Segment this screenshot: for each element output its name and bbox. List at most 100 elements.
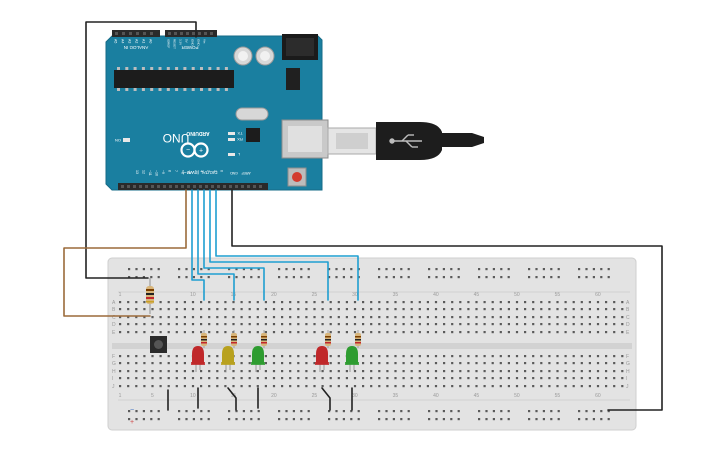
led-red-1[interactable]: [191, 346, 205, 372]
wire-blue-2[interactable]: [197, 189, 235, 301]
row-label: A: [626, 300, 630, 306]
usb-cable[interactable]: [327, 122, 484, 160]
wire-brown-power[interactable]: [63, 189, 187, 317]
usb-chip: [246, 128, 260, 142]
usb-icon: [389, 134, 422, 148]
power-pin-label: 3.3V: [179, 39, 183, 45]
analog-pin-label: A3: [128, 39, 132, 43]
digital-pin-label: 0: [220, 170, 224, 172]
analog-pin-label: A4: [121, 39, 125, 43]
column-number-top: 50: [514, 292, 520, 298]
atmega-chip: [114, 70, 234, 88]
led-green-1[interactable]: [251, 346, 265, 372]
column-number-top: 25: [312, 292, 318, 298]
wire-black-gnd-left[interactable]: [85, 21, 197, 279]
power-pin-label: IOREF: [167, 39, 171, 48]
aref-label: AREF: [241, 171, 250, 175]
row-label: J: [626, 384, 629, 390]
led-green-2[interactable]: [345, 346, 359, 372]
rail-minus-label: −: [130, 407, 134, 414]
gnd-label: GND: [230, 171, 238, 175]
digital-pin-label: 8: [168, 170, 172, 172]
row-label: H: [626, 369, 630, 375]
column-number-bottom: 5: [151, 393, 154, 399]
row-label: D: [112, 322, 116, 328]
wire-blue-1[interactable]: [191, 189, 205, 301]
column-number-bottom: 35: [393, 393, 399, 399]
power-pin-label: 5V: [185, 39, 189, 43]
voltage-regulator: [286, 68, 300, 90]
digital-pin-label: 3: [200, 170, 204, 172]
row-label: C: [112, 315, 116, 321]
power-pin-label: RESET: [173, 39, 177, 49]
row-label: I: [112, 376, 113, 382]
wire-blue-3[interactable]: [203, 189, 265, 301]
column-number-top: 30: [352, 292, 358, 298]
digital-pin-label: 1: [213, 170, 217, 172]
row-label: E: [626, 330, 630, 336]
svg-text:−: −: [186, 147, 190, 154]
analog-label: ANALOG IN: [124, 45, 149, 50]
tx-label: TX: [237, 131, 242, 136]
digital-pin-label: 7: [174, 170, 178, 172]
resistor-1[interactable]: [201, 330, 207, 348]
column-number-top: 20: [271, 292, 277, 298]
row-label: B: [112, 307, 116, 313]
digital-pin-label: ~11: [148, 170, 152, 176]
column-number-bottom: 1: [119, 393, 122, 399]
resistor-4[interactable]: [325, 330, 331, 348]
row-label: J: [112, 384, 115, 390]
resistor-5[interactable]: [355, 330, 361, 348]
svg-text:+: +: [199, 148, 203, 155]
digital-pin-label: 4: [194, 170, 198, 172]
column-number-bottom: 40: [433, 393, 439, 399]
arduino-uno-board[interactable]: − + UNO ARDUINO ANALOG IN POWER DIGITAL …: [105, 30, 329, 191]
board-model: UNO: [163, 131, 190, 145]
column-number-bottom: 20: [271, 393, 277, 399]
analog-pin-label: A2: [135, 39, 139, 43]
on-label: ON: [115, 138, 121, 143]
wire-blue-5[interactable]: [215, 189, 359, 301]
resistor-main[interactable]: [146, 278, 154, 314]
analog-pin-label: A1: [142, 39, 146, 43]
row-label: C: [626, 315, 630, 321]
crystal: [235, 107, 269, 121]
column-number-bottom: 50: [514, 393, 520, 399]
power-pin-label: GND: [191, 39, 195, 47]
row-label: F: [626, 354, 629, 360]
digital-label: DIGITAL (PWM~): [182, 170, 217, 175]
row-label: A: [112, 300, 116, 306]
row-label: G: [112, 361, 116, 367]
arduino-logo: − +: [180, 142, 209, 158]
digital-pin-label: ~6: [181, 170, 185, 174]
board-brand: ARDUINO: [186, 130, 209, 136]
wire-black-gnd-right[interactable]: [231, 189, 663, 411]
wire-blue-4[interactable]: [209, 189, 329, 301]
power-pin-label: GND: [197, 39, 201, 47]
row-label: E: [112, 330, 116, 336]
push-button[interactable]: [150, 336, 167, 353]
resistor-3[interactable]: [261, 330, 267, 348]
l-label: L: [237, 152, 240, 157]
column-number-bottom: 25: [312, 393, 318, 399]
resistor-2[interactable]: [231, 330, 237, 348]
jumper-led-4[interactable]: [321, 387, 331, 411]
led-yellow[interactable]: [221, 346, 235, 372]
column-number-top: 35: [393, 292, 399, 298]
rail-plus-label: +: [130, 419, 134, 426]
rx-label: RX: [237, 137, 243, 142]
row-label: F: [112, 354, 115, 360]
power-header: [165, 30, 217, 37]
jumper-led-2[interactable]: [227, 387, 237, 411]
on-led: [123, 138, 130, 142]
power-label: POWER: [181, 45, 199, 50]
analog-pin-label: A5: [114, 39, 118, 43]
power-pin-label: Vin: [203, 39, 207, 44]
digital-pin-label: ~9: [161, 170, 165, 174]
column-number-top: 60: [595, 292, 601, 298]
column-number-top: 10: [190, 292, 196, 298]
column-number-bottom: 10: [190, 393, 196, 399]
led-red-2[interactable]: [315, 346, 329, 372]
